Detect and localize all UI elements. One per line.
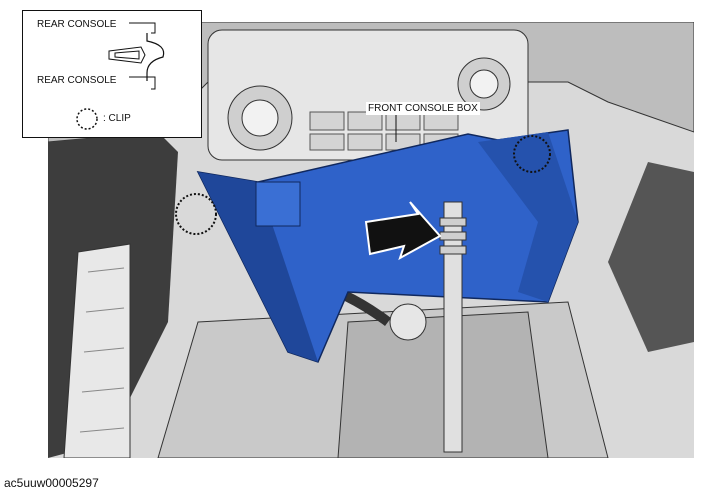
clip-legend-label: : CLIP [103,113,131,124]
rear-console-label-bottom: REAR CONSOLE [37,75,117,86]
figure-code: ac5uuw00005297 [4,476,99,490]
shifter-mechanism [337,311,549,458]
shift-lever [443,201,463,453]
front-console-box-tab [255,181,301,227]
clip-legend-symbol [76,108,98,130]
console-drawing [48,22,694,458]
clip-marker-right [513,135,551,173]
illustration: FRONT CONSOLE BOX [48,22,694,458]
front-console-box-right-wall [478,132,578,302]
shifter-base [389,303,427,341]
rear-console-label-top: REAR CONSOLE [37,19,117,30]
clip-profile [146,33,165,81]
rear-console-upper-edge [129,22,156,34]
clip-body [108,46,146,64]
pedal-ribs [79,267,125,433]
front-console-box-label: FRONT CONSOLE BOX [366,102,480,115]
rear-console-lower-edge [129,76,156,90]
right-dark-trim [608,162,694,352]
removal-direction-arrow [364,201,442,261]
clip-slot [114,50,140,60]
left-control-knob-cap [241,99,279,137]
clip-detail-inset: REAR CONSOLE REAR CONSOLE : CLIP [22,10,202,138]
clip-marker-left [175,193,217,235]
shift-lever-rings [439,217,467,255]
right-control-knob-cap [469,69,499,99]
clip-detail-drawing [76,22,165,130]
front-console-box-left-wall [198,172,318,362]
